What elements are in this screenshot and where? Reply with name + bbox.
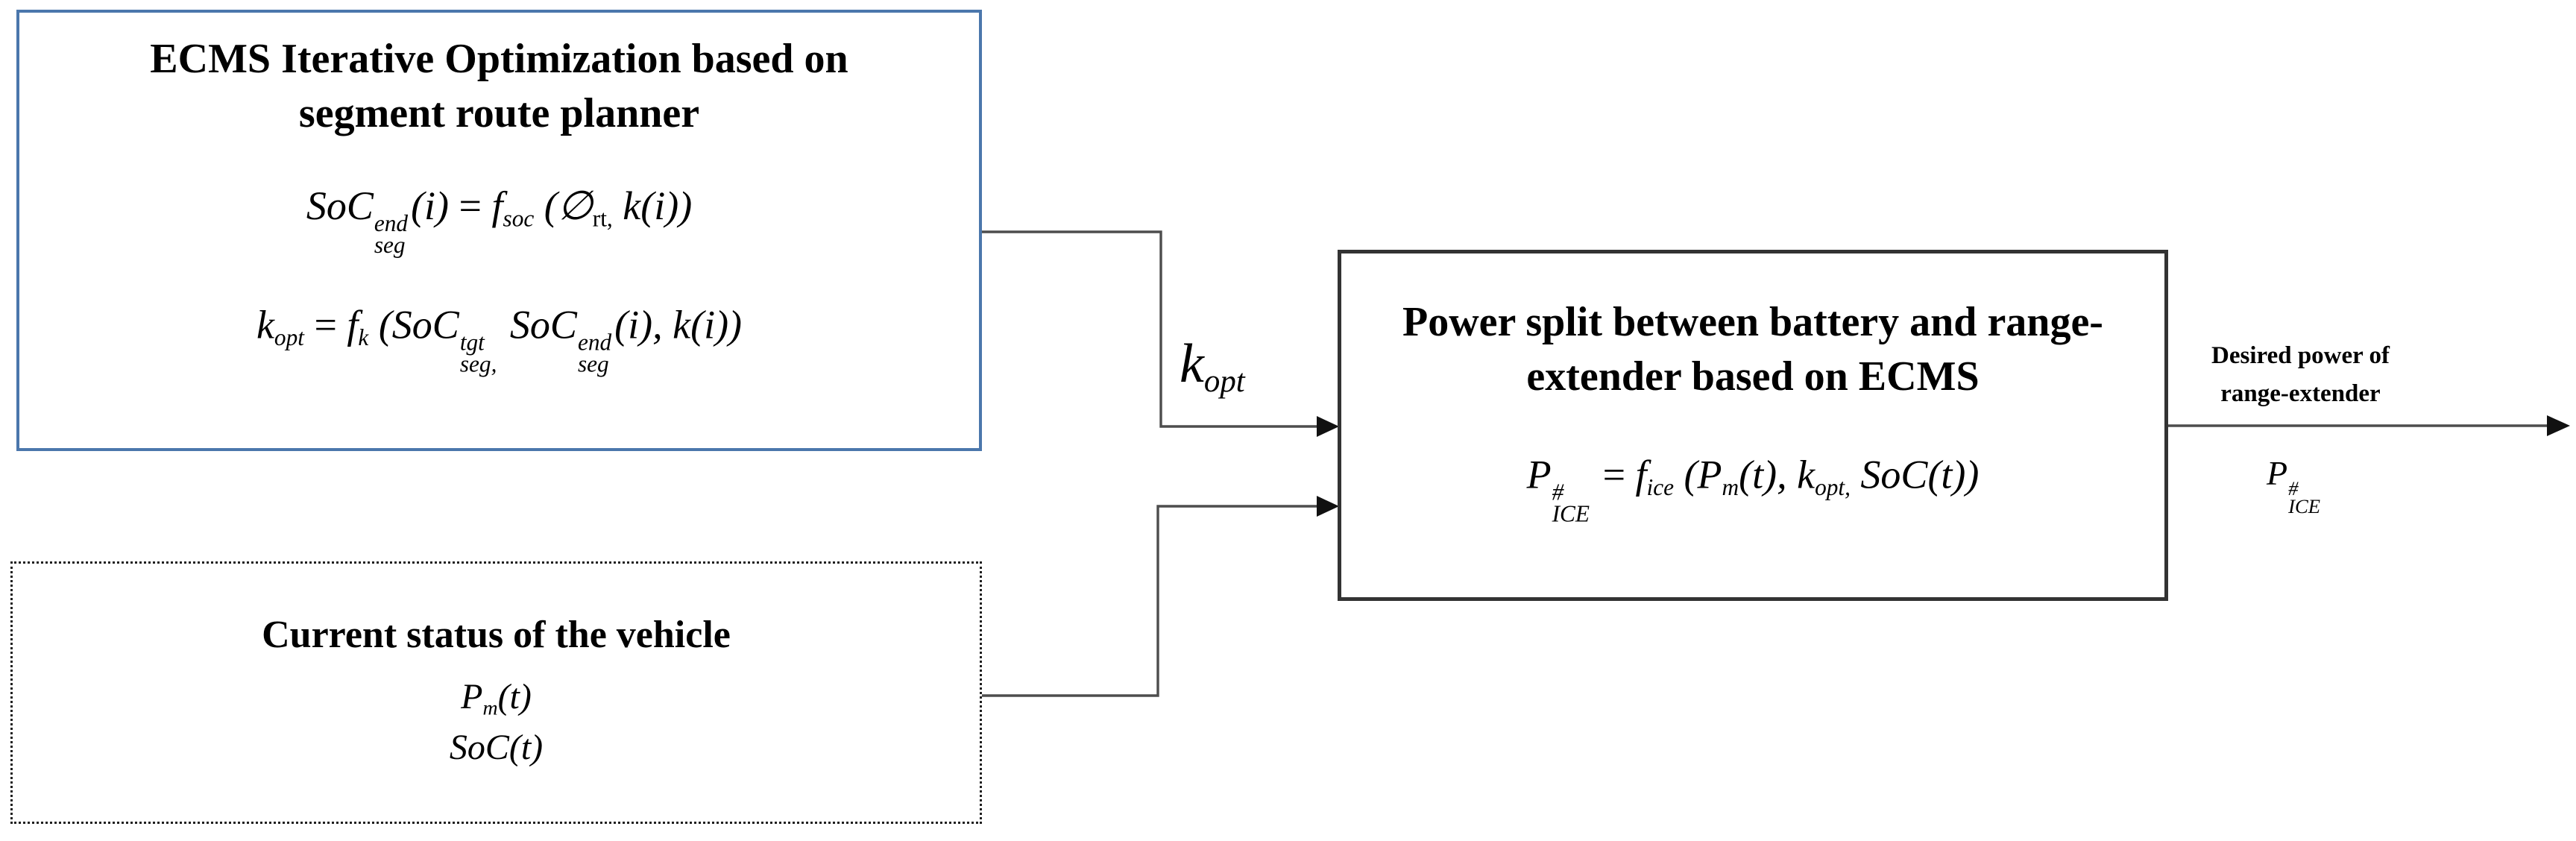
ecms-box-title-line1: ECMS Iterative Optimization based on xyxy=(150,36,848,82)
ecms-optimization-box: ECMS Iterative Optimization based on seg… xyxy=(16,10,982,451)
power-split-box: Power split between battery and range- e… xyxy=(1338,250,2168,601)
ecms-box-title: ECMS Iterative Optimization based on seg… xyxy=(19,13,979,141)
power-box-title-line2: extender based on ECMS xyxy=(1526,353,1980,400)
soc-status-equation: SoC(t) xyxy=(449,728,544,768)
power-box-title: Power split between battery and range- e… xyxy=(1341,253,2164,404)
output-label-line2: range-extender xyxy=(2220,380,2381,408)
kopt-connector-arrowhead xyxy=(1317,416,1339,437)
status-connector-line xyxy=(982,505,1321,697)
status-connector-arrowhead xyxy=(1317,496,1339,517)
kopt-arrow-label: kopt xyxy=(1180,333,1245,399)
output-equation: P#ICE xyxy=(2266,454,2321,518)
output-label-line1: Desired power of xyxy=(2211,342,2390,369)
motor-power-equation: Pm(t) xyxy=(461,676,532,719)
ice-power-equation: P#ICE = fice (Pm(t), kopt, SoC(t)) xyxy=(1526,452,1980,527)
ecms-box-title-line2: segment route planner xyxy=(298,89,700,136)
output-label: Desired power of range-extender xyxy=(2168,337,2433,413)
status-box-title: Current status of the vehicle xyxy=(262,614,731,656)
power-box-title-line1: Power split between battery and range- xyxy=(1402,299,2103,345)
kopt-connector-line xyxy=(982,230,1321,428)
vehicle-status-box: Current status of the vehicle Pm(t) SoC(… xyxy=(10,561,982,824)
output-arrowhead xyxy=(2547,415,2570,436)
